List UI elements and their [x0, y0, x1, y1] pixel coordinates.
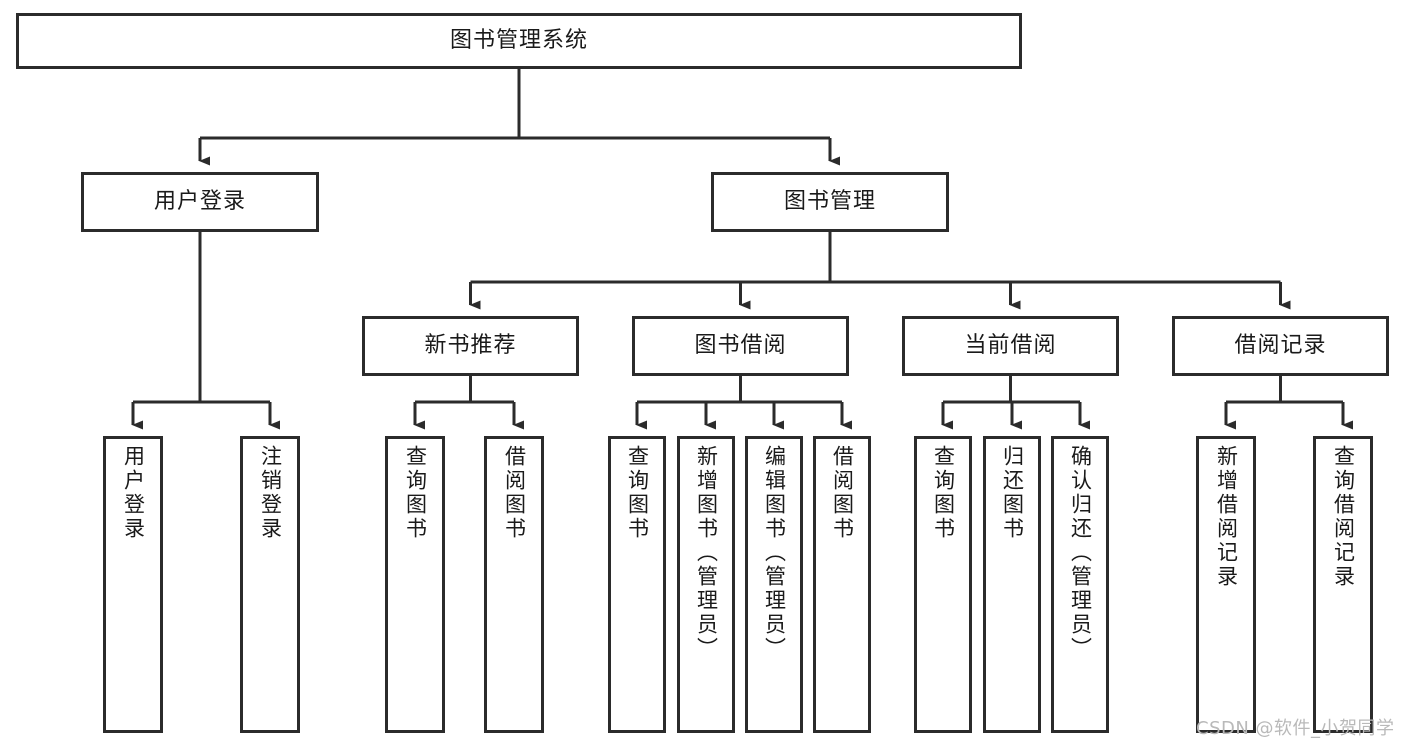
node-leaf-query-book-current: 查询图书 — [914, 436, 972, 733]
node-label: 借阅图书 — [830, 445, 855, 541]
node-label: 图书借阅 — [694, 333, 787, 359]
node-label: 借阅图书 — [502, 445, 527, 541]
node-leaf-query-book-rec: 查询图书 — [385, 436, 445, 733]
node-label: 确认归还（管理员） — [1068, 445, 1093, 661]
node-label: 当前借阅 — [964, 333, 1057, 359]
node-label: 新增借阅记录 — [1214, 445, 1239, 589]
node-label: 注销登录 — [258, 445, 283, 541]
node-label: 查询图书 — [403, 445, 428, 541]
node-leaf-query-book-borrow: 查询图书 — [608, 436, 666, 733]
node-leaf-add-borrow-record: 新增借阅记录 — [1196, 436, 1256, 733]
node-leaf-query-borrow-record: 查询借阅记录 — [1313, 436, 1373, 733]
node-label: 图书管理系统 — [449, 28, 588, 54]
node-label: 用户登录 — [121, 445, 146, 541]
node-leaf-borrow-book: 借阅图书 — [813, 436, 871, 733]
node-leaf-borrow-book-rec: 借阅图书 — [484, 436, 544, 733]
node-leaf-edit-book-admin: 编辑图书（管理员） — [745, 436, 803, 733]
node-label: 查询借阅记录 — [1331, 445, 1356, 589]
node-label: 编辑图书（管理员） — [762, 445, 787, 661]
node-leaf-return-book: 归还图书 — [983, 436, 1041, 733]
node-label: 查询图书 — [931, 445, 956, 541]
node-label: 图书管理 — [783, 189, 876, 215]
node-leaf-logout: 注销登录 — [240, 436, 300, 733]
node-book-borrow: 图书借阅 — [632, 316, 849, 376]
node-user-login: 用户登录 — [81, 172, 319, 232]
node-leaf-add-book-admin: 新增图书（管理员） — [677, 436, 735, 733]
node-current-borrow: 当前借阅 — [902, 316, 1119, 376]
node-root: 图书管理系统 — [16, 13, 1022, 69]
node-book-manage: 图书管理 — [711, 172, 949, 232]
node-new-book-recommend: 新书推荐 — [362, 316, 579, 376]
node-label: 借阅记录 — [1234, 333, 1327, 359]
node-label: 新书推荐 — [424, 333, 517, 359]
node-borrow-record: 借阅记录 — [1172, 316, 1389, 376]
node-leaf-user-login: 用户登录 — [103, 436, 163, 733]
node-leaf-confirm-return-admin: 确认归还（管理员） — [1051, 436, 1109, 733]
node-label: 查询图书 — [625, 445, 650, 541]
node-label: 归还图书 — [1000, 445, 1025, 541]
node-label: 用户登录 — [153, 189, 246, 215]
node-label: 新增图书（管理员） — [694, 445, 719, 661]
